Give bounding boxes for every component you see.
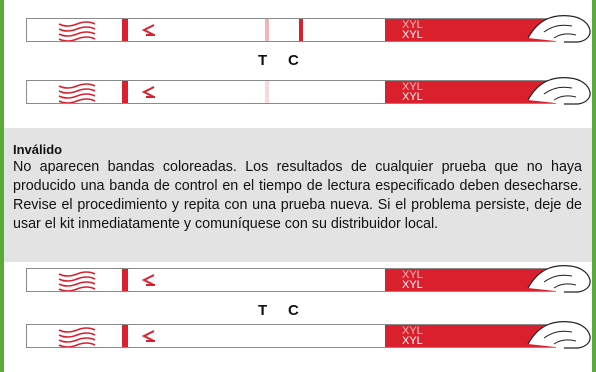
hand-icon: [527, 321, 591, 349]
sample-bar: [122, 19, 128, 41]
arrow-icon: [142, 274, 155, 286]
wave-lines-icon: [58, 83, 96, 103]
test-band-faint: [265, 19, 269, 41]
brand-label: XYL XYL: [402, 325, 423, 347]
brand-label: XYL XYL: [402, 81, 423, 103]
brand-label: XYL XYL: [402, 19, 423, 41]
strip-handle-red: [385, 269, 555, 291]
sample-bar: [122, 269, 128, 291]
sample-bar: [122, 325, 128, 347]
strip-handle-red: [385, 19, 555, 41]
brand-label-main: XYL: [402, 335, 423, 347]
brand-label-main: XYL: [402, 91, 423, 103]
wave-lines-icon: [58, 271, 96, 291]
brand-label-faded: XYL: [402, 269, 423, 281]
t-label: T: [258, 302, 268, 319]
hand-icon: [527, 15, 591, 43]
brand-label-faded: XYL: [402, 19, 423, 31]
strip-gap: [372, 19, 384, 41]
invalid-title: Inválido: [13, 142, 63, 157]
strip-gap: [372, 269, 384, 291]
invalid-info-box: Inválido No aparecen bandas coloreadas. …: [4, 128, 592, 262]
hand-icon: [527, 265, 591, 293]
strip-gap: [372, 325, 384, 347]
t-label: T: [258, 52, 268, 69]
c-label: C: [288, 302, 299, 319]
test-strip: XYL XYL: [26, 268, 556, 292]
brand-label-faded: XYL: [402, 325, 423, 337]
brand-label-main: XYL: [402, 29, 423, 41]
strip-handle-red: [385, 325, 555, 347]
wave-lines-icon: [58, 21, 96, 41]
test-strip: XYL XYL: [26, 324, 556, 348]
brand-label: XYL XYL: [402, 269, 423, 291]
bottom-strip-panel: XYL XYL T C XYL XYL: [4, 262, 592, 372]
strip-handle-red: [385, 81, 555, 103]
brand-label-faded: XYL: [402, 81, 423, 93]
control-band: [299, 19, 303, 41]
arrow-icon: [142, 24, 155, 36]
wave-lines-icon: [58, 327, 96, 347]
sample-bar: [122, 81, 128, 103]
c-label: C: [288, 52, 299, 69]
strip-gap: [372, 81, 384, 103]
arrow-icon: [142, 330, 155, 342]
top-strip-panel: XYL XYL T C XYL XYL: [4, 0, 592, 128]
test-strip: XYL XYL: [26, 80, 556, 104]
test-strip: XYL XYL: [26, 18, 556, 42]
brand-label-main: XYL: [402, 279, 423, 291]
arrow-icon: [142, 86, 155, 98]
invalid-description: No aparecen bandas coloreadas. Los resul…: [13, 159, 582, 232]
test-band-faint: [265, 81, 269, 103]
hand-icon: [527, 77, 591, 105]
